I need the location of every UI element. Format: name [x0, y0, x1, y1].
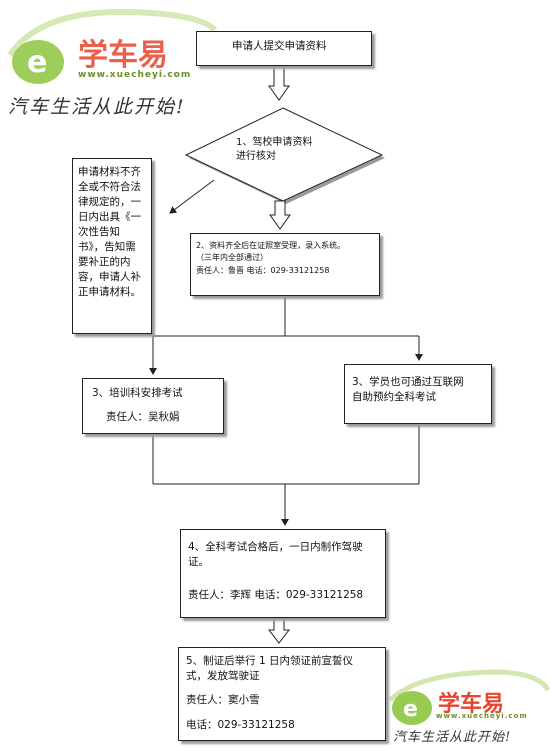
- brand-name-bottom: 学车易: [438, 692, 505, 717]
- online-booking-label: 3、学员也可通过互联网 自助预约全科考试: [352, 376, 464, 403]
- license-production-owner: 责任人：李辉 电话：029-33121258: [188, 589, 364, 601]
- reject-notice-label: 申请材料不齐 全或不符合法 律规定的，一 日内出具《一 次性告知 书》，告知需 …: [78, 166, 141, 298]
- online-booking-box: [344, 364, 492, 424]
- svg-text:e: e: [27, 45, 47, 80]
- arrow-to-reject: [169, 179, 215, 214]
- reject-notice-box: [72, 158, 152, 334]
- license-production-title: 4、全科考试合格后，一日内制作驾驶 证。: [188, 541, 363, 568]
- license-issuance-box: [178, 647, 386, 741]
- verify-documents-label: 1、驾校申请资料 进行核对: [236, 137, 313, 162]
- brand-url-bottom: www.xuecheyi.com: [436, 712, 528, 720]
- license-issuance-title: 5、制证后举行 1 日内领证前宣誓仪 式，发放驾驶证: [186, 655, 354, 682]
- license-issuance-owner: 责任人：窦小雪: [186, 694, 260, 706]
- svg-text:e: e: [403, 697, 418, 722]
- submit-application-label: 申请人提交申请资料: [232, 40, 327, 52]
- slogan-bottom: 汽车生活从此开始!: [393, 730, 512, 745]
- training-exam-title: 3、培训科安排考试: [92, 387, 183, 399]
- brand-url-top: www.xuecheyi.com: [78, 70, 192, 80]
- hollow-arrow-down-1: [268, 65, 290, 101]
- accept-register-line1: 2、资料齐全后在证照室受理，录入系统。: [196, 241, 346, 250]
- training-exam-box: [82, 378, 224, 434]
- brand-logo-bottom: e: [388, 669, 550, 725]
- accept-register-box: [190, 233, 380, 296]
- brand-logo-top: e: [7, 8, 218, 84]
- training-exam-owner: 责任人：吴秋娟: [106, 411, 180, 423]
- accept-register-line2: （三年内全部通过）: [196, 253, 268, 262]
- slogan-top: 汽车生活从此开始!: [8, 96, 186, 118]
- hollow-arrow-down-2: [269, 200, 291, 230]
- hollow-arrow-down-3: [267, 617, 291, 644]
- brand-name-top: 学车易: [78, 38, 168, 73]
- submit-application-box: [196, 31, 372, 66]
- license-issuance-phone: 电话：029-33121258: [186, 719, 295, 731]
- license-production-box: [180, 529, 386, 618]
- accept-register-line3: 责任人：鲁晋 电话：029-33121258: [196, 266, 330, 275]
